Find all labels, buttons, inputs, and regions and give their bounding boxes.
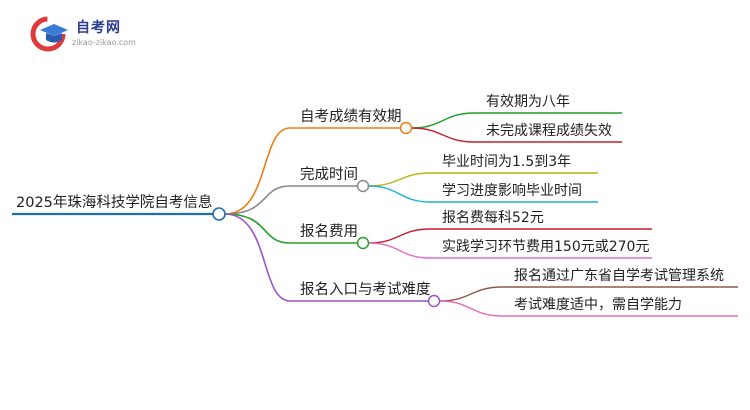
subtopic: 有效期为八年 (486, 94, 570, 110)
subtopic: 考试难度适中，需自学能力 (514, 297, 682, 313)
branch-topic: 报名入口与考试难度 (300, 282, 431, 298)
site-logo: 自考网 zikao-zikao.com (30, 14, 160, 54)
branch-connector (224, 213, 291, 302)
branch-node (399, 121, 413, 135)
subtopic: 报名通过广东省自学考试管理系统 (514, 268, 724, 284)
branch-connector (224, 127, 291, 215)
subtopic: 报名费每科52元 (442, 210, 544, 226)
logo-url: zikao-zikao.com (72, 38, 136, 47)
branch-node (427, 294, 441, 308)
child-connector (439, 286, 503, 302)
subtopic: 毕业时间为1.5到3年 (442, 154, 572, 170)
subtopic: 实践学习环节费用150元或270元 (442, 239, 650, 255)
child-connector (368, 242, 431, 259)
branch-topic: 报名费用 (300, 224, 358, 240)
logo-name: 自考网 (76, 20, 121, 36)
branch-connector (224, 213, 291, 244)
branch-node (356, 236, 370, 250)
root-topic: 2025年珠海科技学院自考信息 (16, 195, 213, 211)
child-connector (411, 112, 475, 129)
branch-topic: 自考成绩有效期 (300, 109, 402, 125)
graduation-cap-logo-icon (30, 16, 68, 52)
branch-node (356, 179, 370, 193)
child-connector (368, 228, 431, 244)
child-connector (368, 185, 431, 203)
child-connector (411, 127, 475, 143)
root-node (212, 207, 226, 221)
subtopic: 未完成课程成绩失效 (486, 123, 612, 139)
child-connector (439, 300, 503, 317)
branch-connector (224, 185, 291, 215)
child-connector (368, 172, 431, 187)
branch-topic: 完成时间 (300, 167, 358, 183)
subtopic: 学习进度影响毕业时间 (442, 183, 582, 199)
